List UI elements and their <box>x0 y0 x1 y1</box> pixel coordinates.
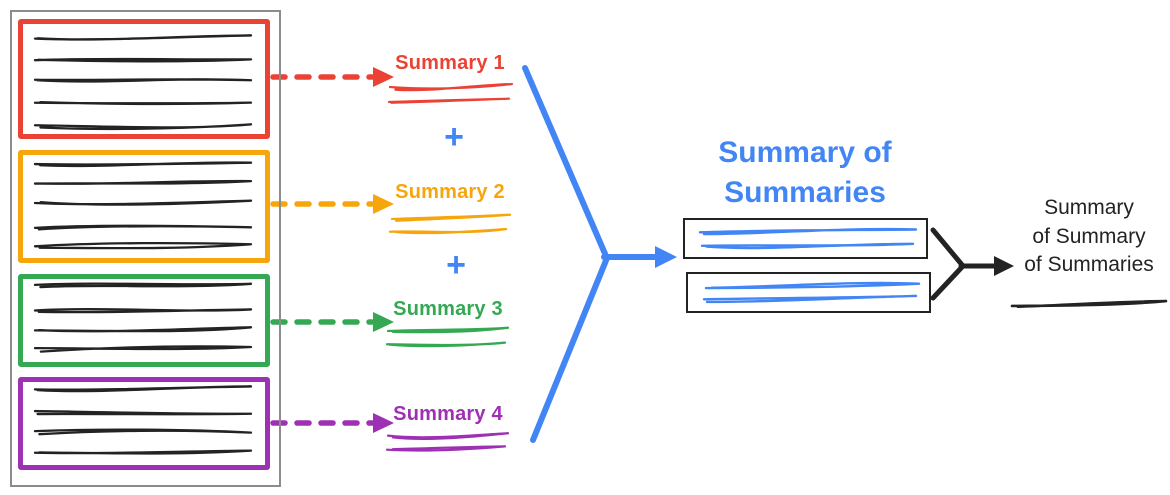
summary-3-label: Summary 3 <box>393 298 503 320</box>
document-2-text-scribbles <box>33 161 253 250</box>
arrow-document-3-to-summary <box>270 312 394 332</box>
final-summary-line3: of Summaries <box>1024 253 1154 277</box>
summary-2-scribble <box>388 213 512 235</box>
summary-3-scribble <box>385 326 510 348</box>
merge-arrow-black <box>930 227 1014 301</box>
summary-2-label: Summary 2 <box>395 181 505 203</box>
document-4-box <box>18 377 270 470</box>
summary-of-summaries-scribbles <box>698 227 921 304</box>
summary-4-scribble <box>385 432 510 452</box>
merge-arrow-blue <box>522 65 677 443</box>
final-summary-label: Summary of Summary of Summaries <box>1006 194 1170 280</box>
arrow-document-2-to-summary <box>270 194 394 214</box>
summary-of-summaries-box-1 <box>683 218 928 259</box>
summary-4-label: Summary 4 <box>393 403 503 425</box>
sos-title-line1: Summary of <box>718 136 892 169</box>
final-summary-scribble <box>1010 299 1168 308</box>
document-3-box <box>18 274 270 367</box>
document-1-text-scribbles <box>33 34 253 131</box>
summary-of-summaries-title: Summary of Summaries <box>679 133 931 212</box>
document-3-text-scribbles <box>33 282 253 353</box>
sos-title-line2: Summaries <box>724 175 886 209</box>
arrow-document-4-to-summary <box>270 413 394 433</box>
final-summary-line1: Summary <box>1044 196 1134 219</box>
source-documents-container <box>10 10 281 487</box>
document-4-text-scribbles <box>33 385 253 455</box>
arrow-document-1-to-summary <box>270 67 394 87</box>
plus-sign-2: + <box>446 246 466 284</box>
plus-sign-1: + <box>444 118 464 156</box>
document-2-box <box>18 150 270 263</box>
document-1-box <box>18 19 270 139</box>
summary-of-summaries-box-2 <box>686 272 931 313</box>
summary-1-scribble <box>387 82 514 104</box>
summary-1-label: Summary 1 <box>395 52 505 74</box>
final-summary-line2: of Summary <box>1032 224 1146 248</box>
